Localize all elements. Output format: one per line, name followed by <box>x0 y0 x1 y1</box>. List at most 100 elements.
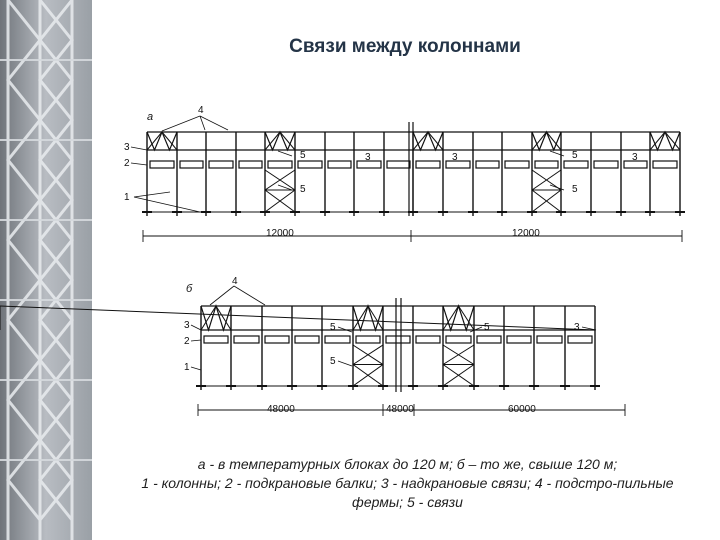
diagram-b <box>0 285 626 416</box>
diagram-b-dim-2: 48000 <box>386 404 414 415</box>
callout-leader <box>549 150 565 157</box>
diagram-a-label: а <box>147 111 153 123</box>
crane-beam <box>536 335 563 344</box>
truss-diagonal <box>649 131 666 151</box>
truss-diagonal <box>458 305 475 331</box>
callout-leader <box>277 184 293 191</box>
diagram-a-label-3a: 3 <box>365 152 371 163</box>
crane-beam <box>445 335 472 344</box>
callout-leader <box>161 115 201 132</box>
truss-diagonal <box>427 131 444 151</box>
crane-beam <box>504 160 530 169</box>
callout-leader <box>469 326 483 333</box>
crane-beam <box>506 335 532 344</box>
diagram-b-callout-2: 2 <box>184 336 190 347</box>
callout-leader <box>337 360 353 367</box>
diagram-a <box>130 115 685 242</box>
truss-diagonal <box>546 131 562 151</box>
diagram-a-callout-2: 2 <box>124 158 130 169</box>
crane-beam <box>264 335 290 344</box>
caption-line-1: а - в температурных блоках до 120 м; б –… <box>197 456 618 472</box>
diagram-b-callout-3: 3 <box>184 320 190 331</box>
diagram-a-callout-3: 3 <box>124 142 130 153</box>
callout-leader <box>133 196 201 213</box>
crane-beam <box>415 335 441 344</box>
crane-beam <box>534 160 559 169</box>
truss-diagonal <box>531 131 547 151</box>
slide-title: Связи между колоннами <box>289 36 521 57</box>
crane-beam <box>208 160 234 169</box>
crane-beam <box>297 160 323 169</box>
truss-diagonal <box>442 305 459 331</box>
crane-beam <box>593 160 619 169</box>
truss-diagonal <box>367 305 384 331</box>
truss-diagonal <box>412 131 429 151</box>
diagram-b-label-5a: 5 <box>330 322 336 333</box>
diagram-b-dim-1: 48000 <box>267 404 295 415</box>
diagram-a-dim-1: 12000 <box>266 228 294 239</box>
truss-diagonal <box>215 305 232 331</box>
callout-leader <box>199 115 206 131</box>
crane-beam <box>475 160 500 169</box>
crane-beam <box>385 335 411 344</box>
cross-brace <box>264 169 296 191</box>
cross-brace <box>442 364 475 387</box>
truss-diagonal <box>352 305 369 331</box>
truss-diagonal <box>200 305 217 331</box>
cross-brace <box>352 364 384 387</box>
crane-beam <box>149 160 175 169</box>
truss-diagonal <box>146 131 163 151</box>
callout-leader <box>130 162 148 166</box>
crane-beam <box>179 160 204 169</box>
diagram-a-label-5d: 5 <box>572 184 578 195</box>
diagram-b-label-3: 3 <box>574 322 580 333</box>
crane-beam <box>476 335 502 344</box>
truss-diagonal <box>161 131 178 151</box>
callout-leader <box>130 146 148 151</box>
diagram-a-label-5a: 5 <box>300 150 306 161</box>
crane-beam <box>327 160 352 169</box>
diagram-a-label-3c: 3 <box>632 152 638 163</box>
callout-leader <box>190 339 202 342</box>
diagram-b-dim-3: 60000 <box>508 404 536 415</box>
callout-leader <box>581 326 597 331</box>
callout-leader <box>209 285 235 306</box>
crane-beam <box>652 160 678 169</box>
diagram-b-callout-1: 1 <box>184 362 190 373</box>
truss-bracing <box>200 303 232 333</box>
diagram-a-callout-4: 4 <box>198 105 204 116</box>
callout-leader <box>233 285 266 306</box>
truss-diagonal <box>279 131 296 151</box>
cross-brace <box>352 344 384 365</box>
truss-bracing <box>442 304 475 332</box>
crane-beam <box>386 160 411 169</box>
callout-leader <box>337 326 353 333</box>
truss-diagonal <box>664 131 681 151</box>
crane-beam <box>267 160 293 169</box>
callout-leader <box>190 324 202 331</box>
crane-beam <box>233 335 260 344</box>
diagram-a-callout-1: 1 <box>124 192 130 203</box>
diagram-a-dim-2: 12000 <box>512 228 540 239</box>
crane-beam <box>294 335 320 344</box>
callout-leader <box>277 150 293 157</box>
callout-leader <box>199 115 229 131</box>
crane-beam <box>324 335 351 344</box>
diagram-a-label-5c: 5 <box>572 150 578 161</box>
callout-leader <box>549 184 565 191</box>
truss-bracing <box>146 130 178 152</box>
truss-diagonal <box>264 131 281 151</box>
crane-beam <box>355 335 381 344</box>
diagram-b-label-5c: 5 <box>330 356 336 367</box>
crane-beam <box>563 160 589 169</box>
cross-brace <box>264 189 296 213</box>
callout-leader <box>190 366 202 371</box>
cross-brace <box>531 189 562 213</box>
caption-line-2: 1 - колонны; 2 - подкрановые балки; 3 - … <box>141 475 674 491</box>
callout-leader <box>133 191 171 198</box>
diagram-a-label-5b: 5 <box>300 184 306 195</box>
crane-beam <box>356 160 382 169</box>
steel-structure-photo <box>0 0 92 540</box>
caption-line-3: фермы; 5 - связи <box>352 494 463 510</box>
